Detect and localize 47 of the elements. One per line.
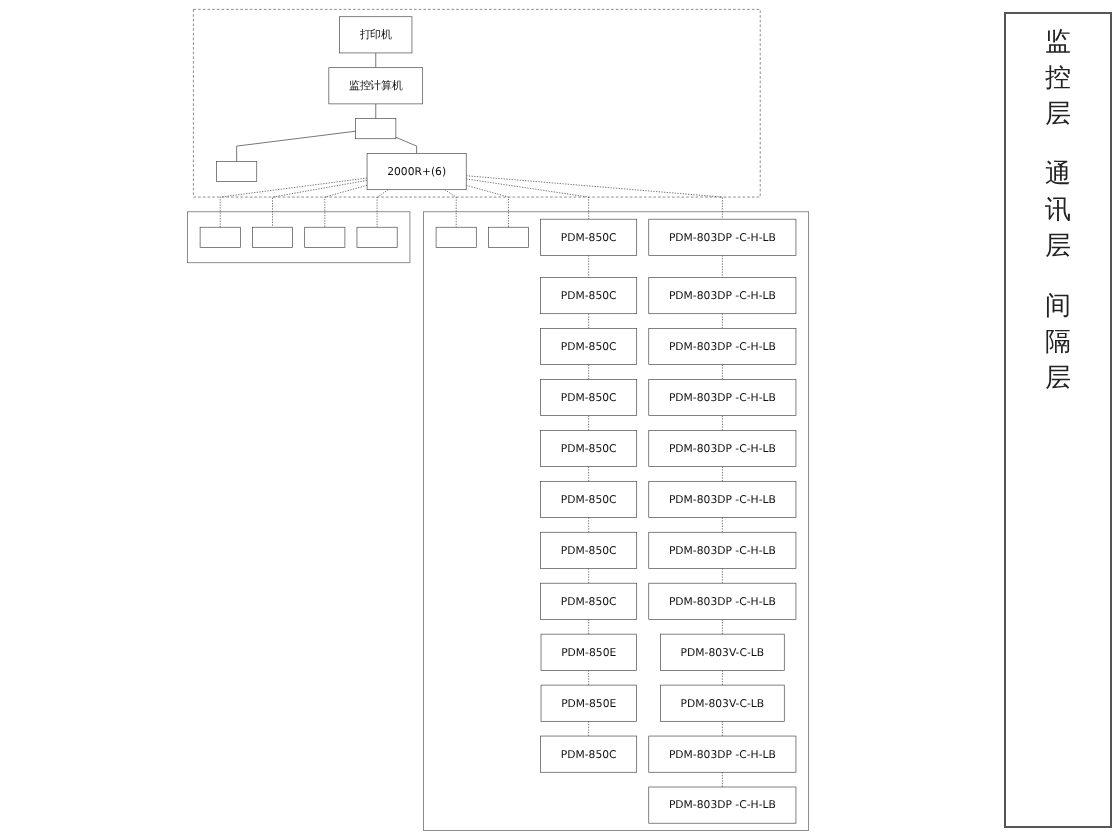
connector — [588, 313, 590, 329]
connector — [220, 177, 368, 228]
connector — [588, 568, 590, 584]
connector — [722, 415, 723, 431]
connector — [588, 517, 590, 533]
connector — [722, 255, 723, 278]
connector — [722, 771, 723, 788]
connector — [722, 466, 723, 482]
connector — [444, 189, 457, 228]
connector — [588, 255, 590, 278]
connector — [588, 364, 590, 380]
node-box — [216, 161, 258, 182]
cluster — [193, 9, 761, 198]
connector — [722, 364, 723, 380]
connector — [324, 185, 368, 228]
connector — [272, 180, 368, 228]
node-box — [304, 226, 346, 248]
node-box — [355, 118, 397, 140]
node-box — [252, 226, 294, 248]
cluster — [187, 211, 411, 264]
layer-label: 通讯层 — [1044, 158, 1073, 266]
connector — [588, 619, 590, 635]
connector — [375, 52, 377, 69]
connector — [236, 130, 357, 162]
connector — [466, 175, 723, 220]
connector — [588, 415, 590, 431]
node-box — [356, 226, 398, 248]
connector — [466, 178, 590, 220]
connector — [722, 568, 723, 584]
node-box — [435, 226, 477, 248]
node-box — [488, 226, 530, 248]
layer-label: 监控层 — [1044, 26, 1073, 134]
connector — [722, 619, 723, 635]
connector — [395, 136, 418, 154]
connector — [588, 721, 590, 737]
layer-label: 间隔层 — [1044, 290, 1073, 398]
connector — [588, 670, 590, 686]
connector — [722, 313, 723, 329]
connector — [376, 189, 390, 228]
connector — [722, 670, 723, 686]
connector — [722, 721, 723, 737]
node-box — [199, 226, 241, 248]
connector — [588, 466, 590, 482]
cluster — [423, 211, 810, 831]
connector — [466, 185, 509, 228]
connector — [722, 517, 723, 533]
connector — [375, 103, 377, 119]
